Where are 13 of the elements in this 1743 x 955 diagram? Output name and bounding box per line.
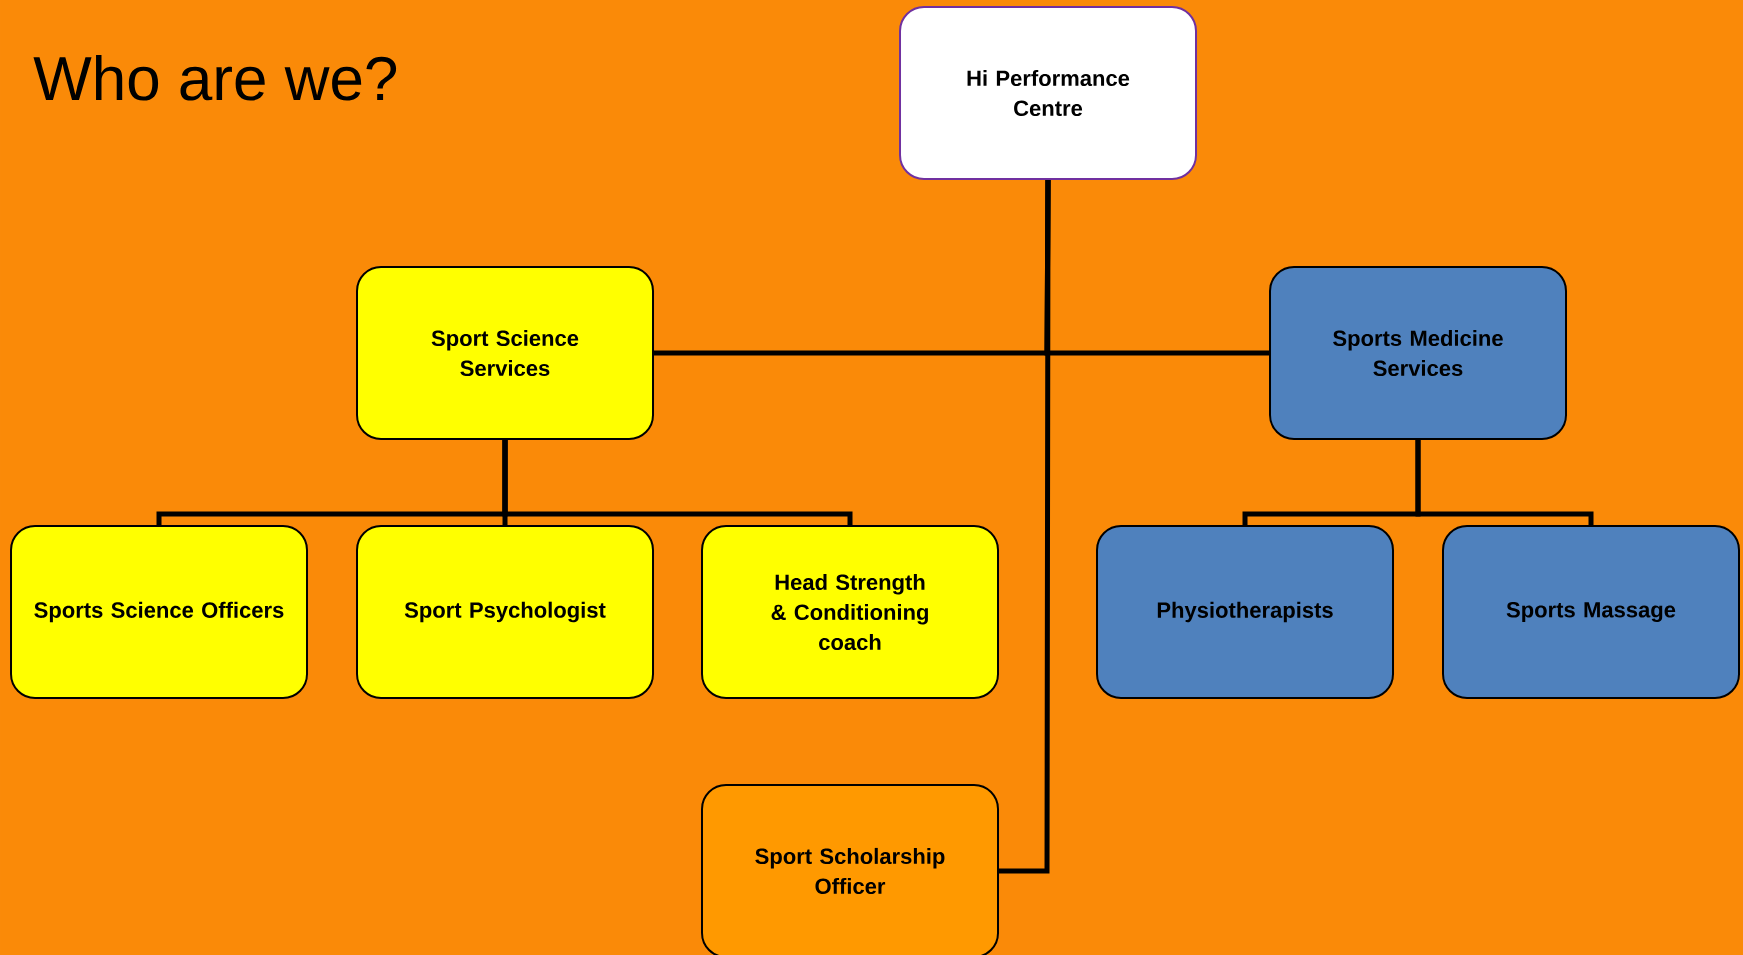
org-box: Physiotherapists	[1096, 525, 1394, 699]
title: Who are we?	[33, 55, 397, 101]
org-box: Sport Science Services	[356, 266, 654, 440]
org-box: Sports Medicine Services	[1269, 266, 1567, 440]
connector-line	[999, 180, 1051, 874]
connector-line	[502, 440, 853, 525]
org-box: Sports Science Officers	[10, 525, 308, 699]
org-box: Sport Scholarship Officer	[701, 784, 999, 955]
connector-line	[1415, 440, 1594, 525]
org-box: Hi Performance Centre	[899, 6, 1197, 180]
org-box: Sport Psychologist	[356, 525, 654, 699]
org-box: Sports Massage	[1442, 525, 1740, 699]
org-box: Head Strength & Conditioning coach	[701, 525, 999, 699]
